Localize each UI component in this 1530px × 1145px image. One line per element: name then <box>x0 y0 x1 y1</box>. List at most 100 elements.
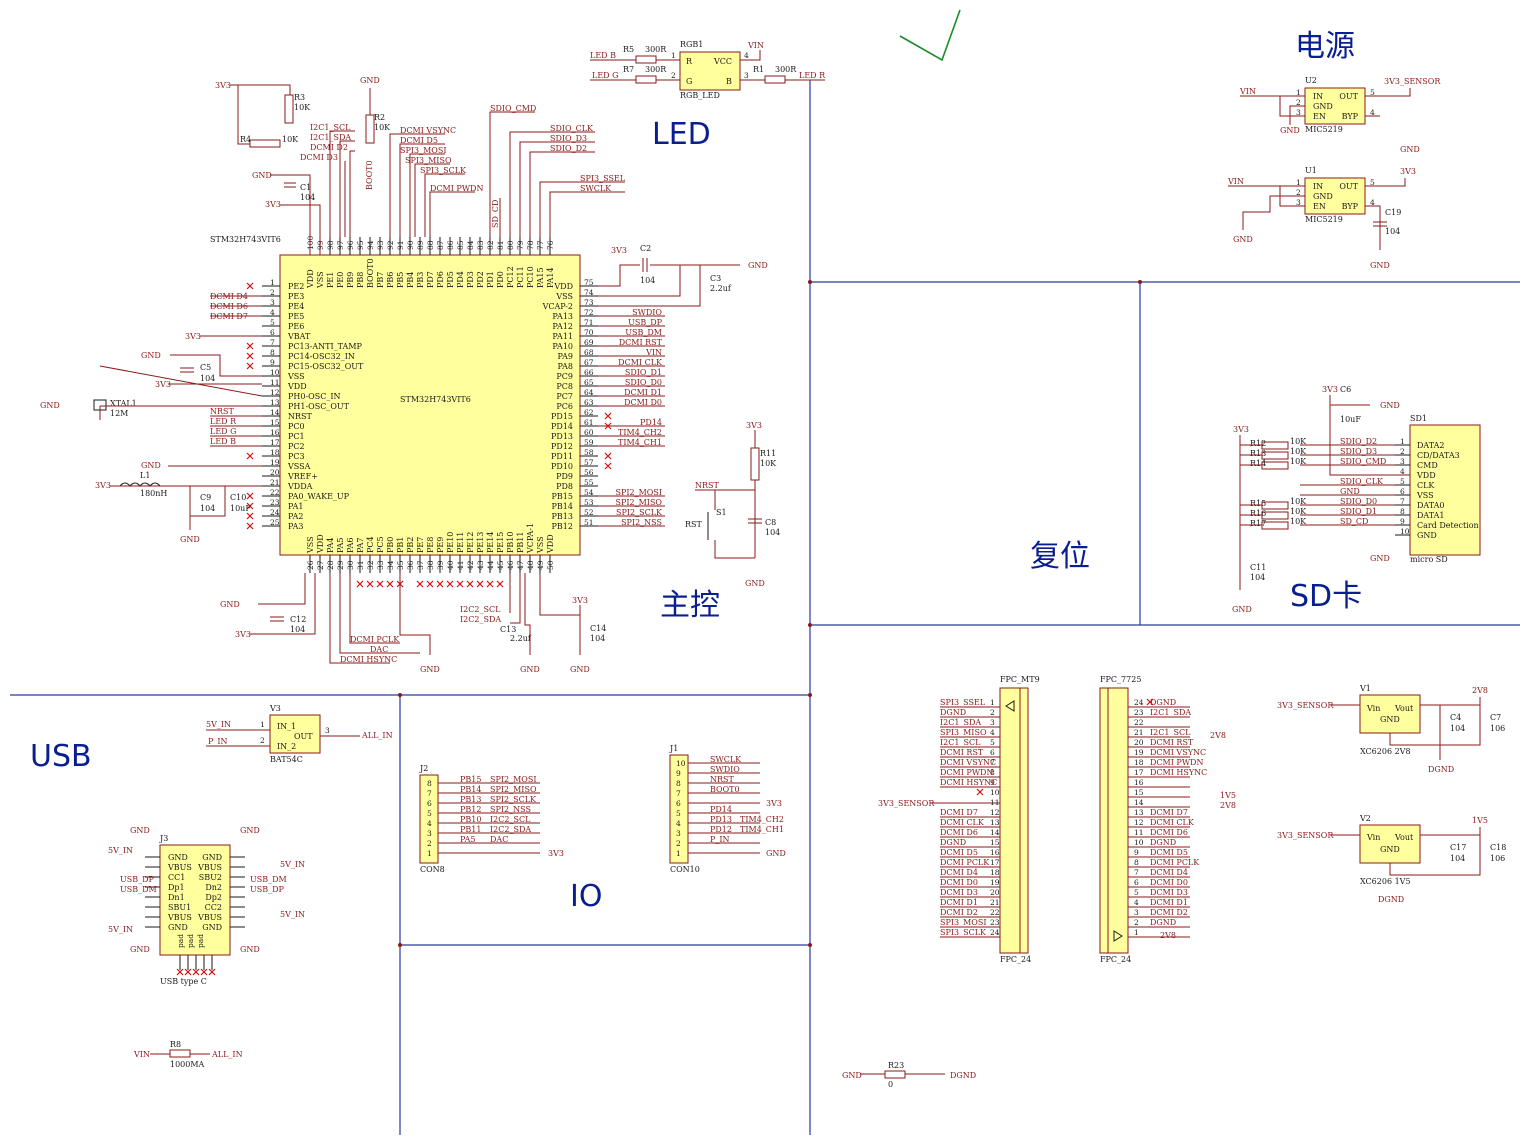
mcu-pin-number: 31 <box>356 560 365 570</box>
usb-type-c-connector[interactable] <box>159 844 231 956</box>
fpc-7725-net: DCMI CLK <box>1150 818 1195 827</box>
mcu-pin-name: PA2 <box>288 512 304 521</box>
mcu-pin-name: VDD <box>306 269 315 289</box>
c1-value: 104 <box>300 193 315 202</box>
mcu-pin-name: PC5 <box>376 536 385 553</box>
sd-res-value: 10K <box>1290 517 1307 526</box>
mcu-pin-name: PD9 <box>556 472 573 481</box>
sd-res-ref: R15 <box>1250 499 1266 508</box>
ldo-v2[interactable] <box>1359 824 1421 864</box>
net-vin-r8: VIN <box>133 1050 150 1059</box>
regulator-pin: IN <box>1313 182 1323 191</box>
net-gnd-r23: GND <box>842 1071 862 1080</box>
mcu-pin-name: PA5 <box>336 537 345 553</box>
mcu-pin-number: 3 <box>270 298 275 307</box>
mcu-pin-name: PE3 <box>288 292 304 301</box>
mcu-pin-name: PD1 <box>486 271 495 288</box>
svg-text:2: 2 <box>1400 447 1405 456</box>
micro-sd-socket[interactable] <box>1409 424 1481 556</box>
j1-pin-label: PD12 <box>710 825 732 834</box>
mcu-pin-name: PA6 <box>346 537 355 553</box>
mcu-pin-name: PB15 <box>552 492 573 501</box>
j2-net-label: 3V3 <box>548 849 564 858</box>
svg-text:10: 10 <box>990 788 1000 797</box>
c13-value: 2.2uf <box>510 634 532 643</box>
sd-pin-name: GND <box>1417 531 1437 540</box>
mcu-pin-number: 74 <box>584 288 594 297</box>
header-j1[interactable] <box>669 754 689 864</box>
diode-v3[interactable] <box>269 714 321 754</box>
fpc2-ref: FPC_7725 <box>1100 675 1141 684</box>
mcu-pin-name: VSS <box>536 536 545 554</box>
mcu-pin-name: PB5 <box>396 272 405 288</box>
svg-text:18: 18 <box>1134 758 1144 767</box>
rgb-led[interactable] <box>679 51 741 91</box>
sd-res-ref: R14 <box>1250 459 1266 468</box>
j2-pin-label: PB11 <box>460 825 481 834</box>
mcu-pin-name: PC1 <box>288 432 305 441</box>
net-gnd-c12: GND <box>220 600 240 609</box>
sd-net-label: GND <box>1340 487 1360 496</box>
j1-pin-label: NRST <box>710 775 735 784</box>
rgb-pin-b: B <box>726 77 732 86</box>
c2-ref: C2 <box>640 244 651 253</box>
fpc-mt9-connector[interactable] <box>999 687 1021 954</box>
mcu-pin-number: 2 <box>270 288 275 297</box>
svg-text:19: 19 <box>1134 748 1144 757</box>
mcu-top-net: SPI3_MOSI <box>400 146 447 155</box>
svg-text:9: 9 <box>676 769 681 778</box>
j1-pin-label: SWCLK <box>710 755 742 764</box>
svg-text:3: 3 <box>744 71 749 80</box>
mcu-pin-name: PA11 <box>552 332 573 341</box>
j1-net-label: TIM4_CH2 <box>740 815 784 824</box>
sd-net-label: SDIO_CMD <box>1340 457 1386 466</box>
mcu-net-label: DCMI D0 <box>624 398 662 407</box>
svg-text:10: 10 <box>1400 527 1410 536</box>
svg-text:13: 13 <box>1134 808 1144 817</box>
mcu-pin-number: 81 <box>496 240 505 250</box>
fpc-7725-connector[interactable] <box>1107 687 1129 954</box>
net-gnd-xtal: GND <box>40 401 60 410</box>
net-all-in-v3: ALL_IN <box>361 731 393 740</box>
mcu-pin-name: VDDA <box>287 482 313 491</box>
fpc-7725-net: DCMI RST <box>1150 738 1194 747</box>
ldo-v1[interactable] <box>1359 694 1421 734</box>
fpc-mt9-net: DCMI CLK <box>940 818 985 827</box>
mcu-pin-name: PD6 <box>436 271 445 288</box>
c10-value: 10uF <box>230 504 251 513</box>
header-j2[interactable] <box>419 774 439 864</box>
mcu-pin-name: PD15 <box>551 412 573 421</box>
v3-in2: IN_2 <box>277 742 296 751</box>
mcu-pin-name: PD3 <box>466 271 475 288</box>
c6-value: 10uF <box>1340 415 1361 424</box>
net-2v8-fpc-b: 2V8 <box>1220 801 1236 810</box>
mcu-pin-number: 69 <box>584 338 594 347</box>
c7-value: 106 <box>1490 724 1505 733</box>
j2-net-label: I2C2_SDA <box>490 825 531 834</box>
regulator-u2[interactable] <box>1304 87 1366 125</box>
rgb-pin-g: G <box>686 77 692 86</box>
j2-net-label: SPI2_NSS <box>490 805 531 814</box>
fpc-mt9-net: DGND <box>940 708 966 717</box>
regulator-u1[interactable] <box>1304 177 1366 215</box>
svg-text:9: 9 <box>1134 848 1139 857</box>
xtal-ref: XTAL1 <box>110 399 137 408</box>
v1-vin: Vin <box>1366 704 1380 713</box>
c14-ref: C14 <box>590 624 606 633</box>
mcu-pin-name: PA8 <box>557 362 573 371</box>
mcu-pin-name: PB3 <box>416 272 425 288</box>
net-5v-in-r1: 5V_IN <box>280 860 305 869</box>
fpc-mt9-net: DGND <box>940 838 966 847</box>
net-3v3-c2: 3V3 <box>611 246 627 255</box>
j1-pin-label: P_IN <box>710 835 730 844</box>
mcu-pin-name: BOOT0 <box>366 258 375 288</box>
svg-text:20: 20 <box>1134 738 1144 747</box>
mcu-pin-name: PA9 <box>557 352 573 361</box>
mcu-pin-name: VREF+ <box>287 472 318 481</box>
sd-res-value: 10K <box>1290 437 1307 446</box>
svg-text:7: 7 <box>676 789 681 798</box>
mcu-top-net: SPI3_SCLK <box>420 166 467 175</box>
svg-text:GND: GND <box>1232 605 1252 614</box>
usb-block: V3 BAT54C IN_1 OUT IN_2 5V_IN P_IN ALL_I… <box>108 704 393 1069</box>
svg-text:4: 4 <box>676 819 681 828</box>
